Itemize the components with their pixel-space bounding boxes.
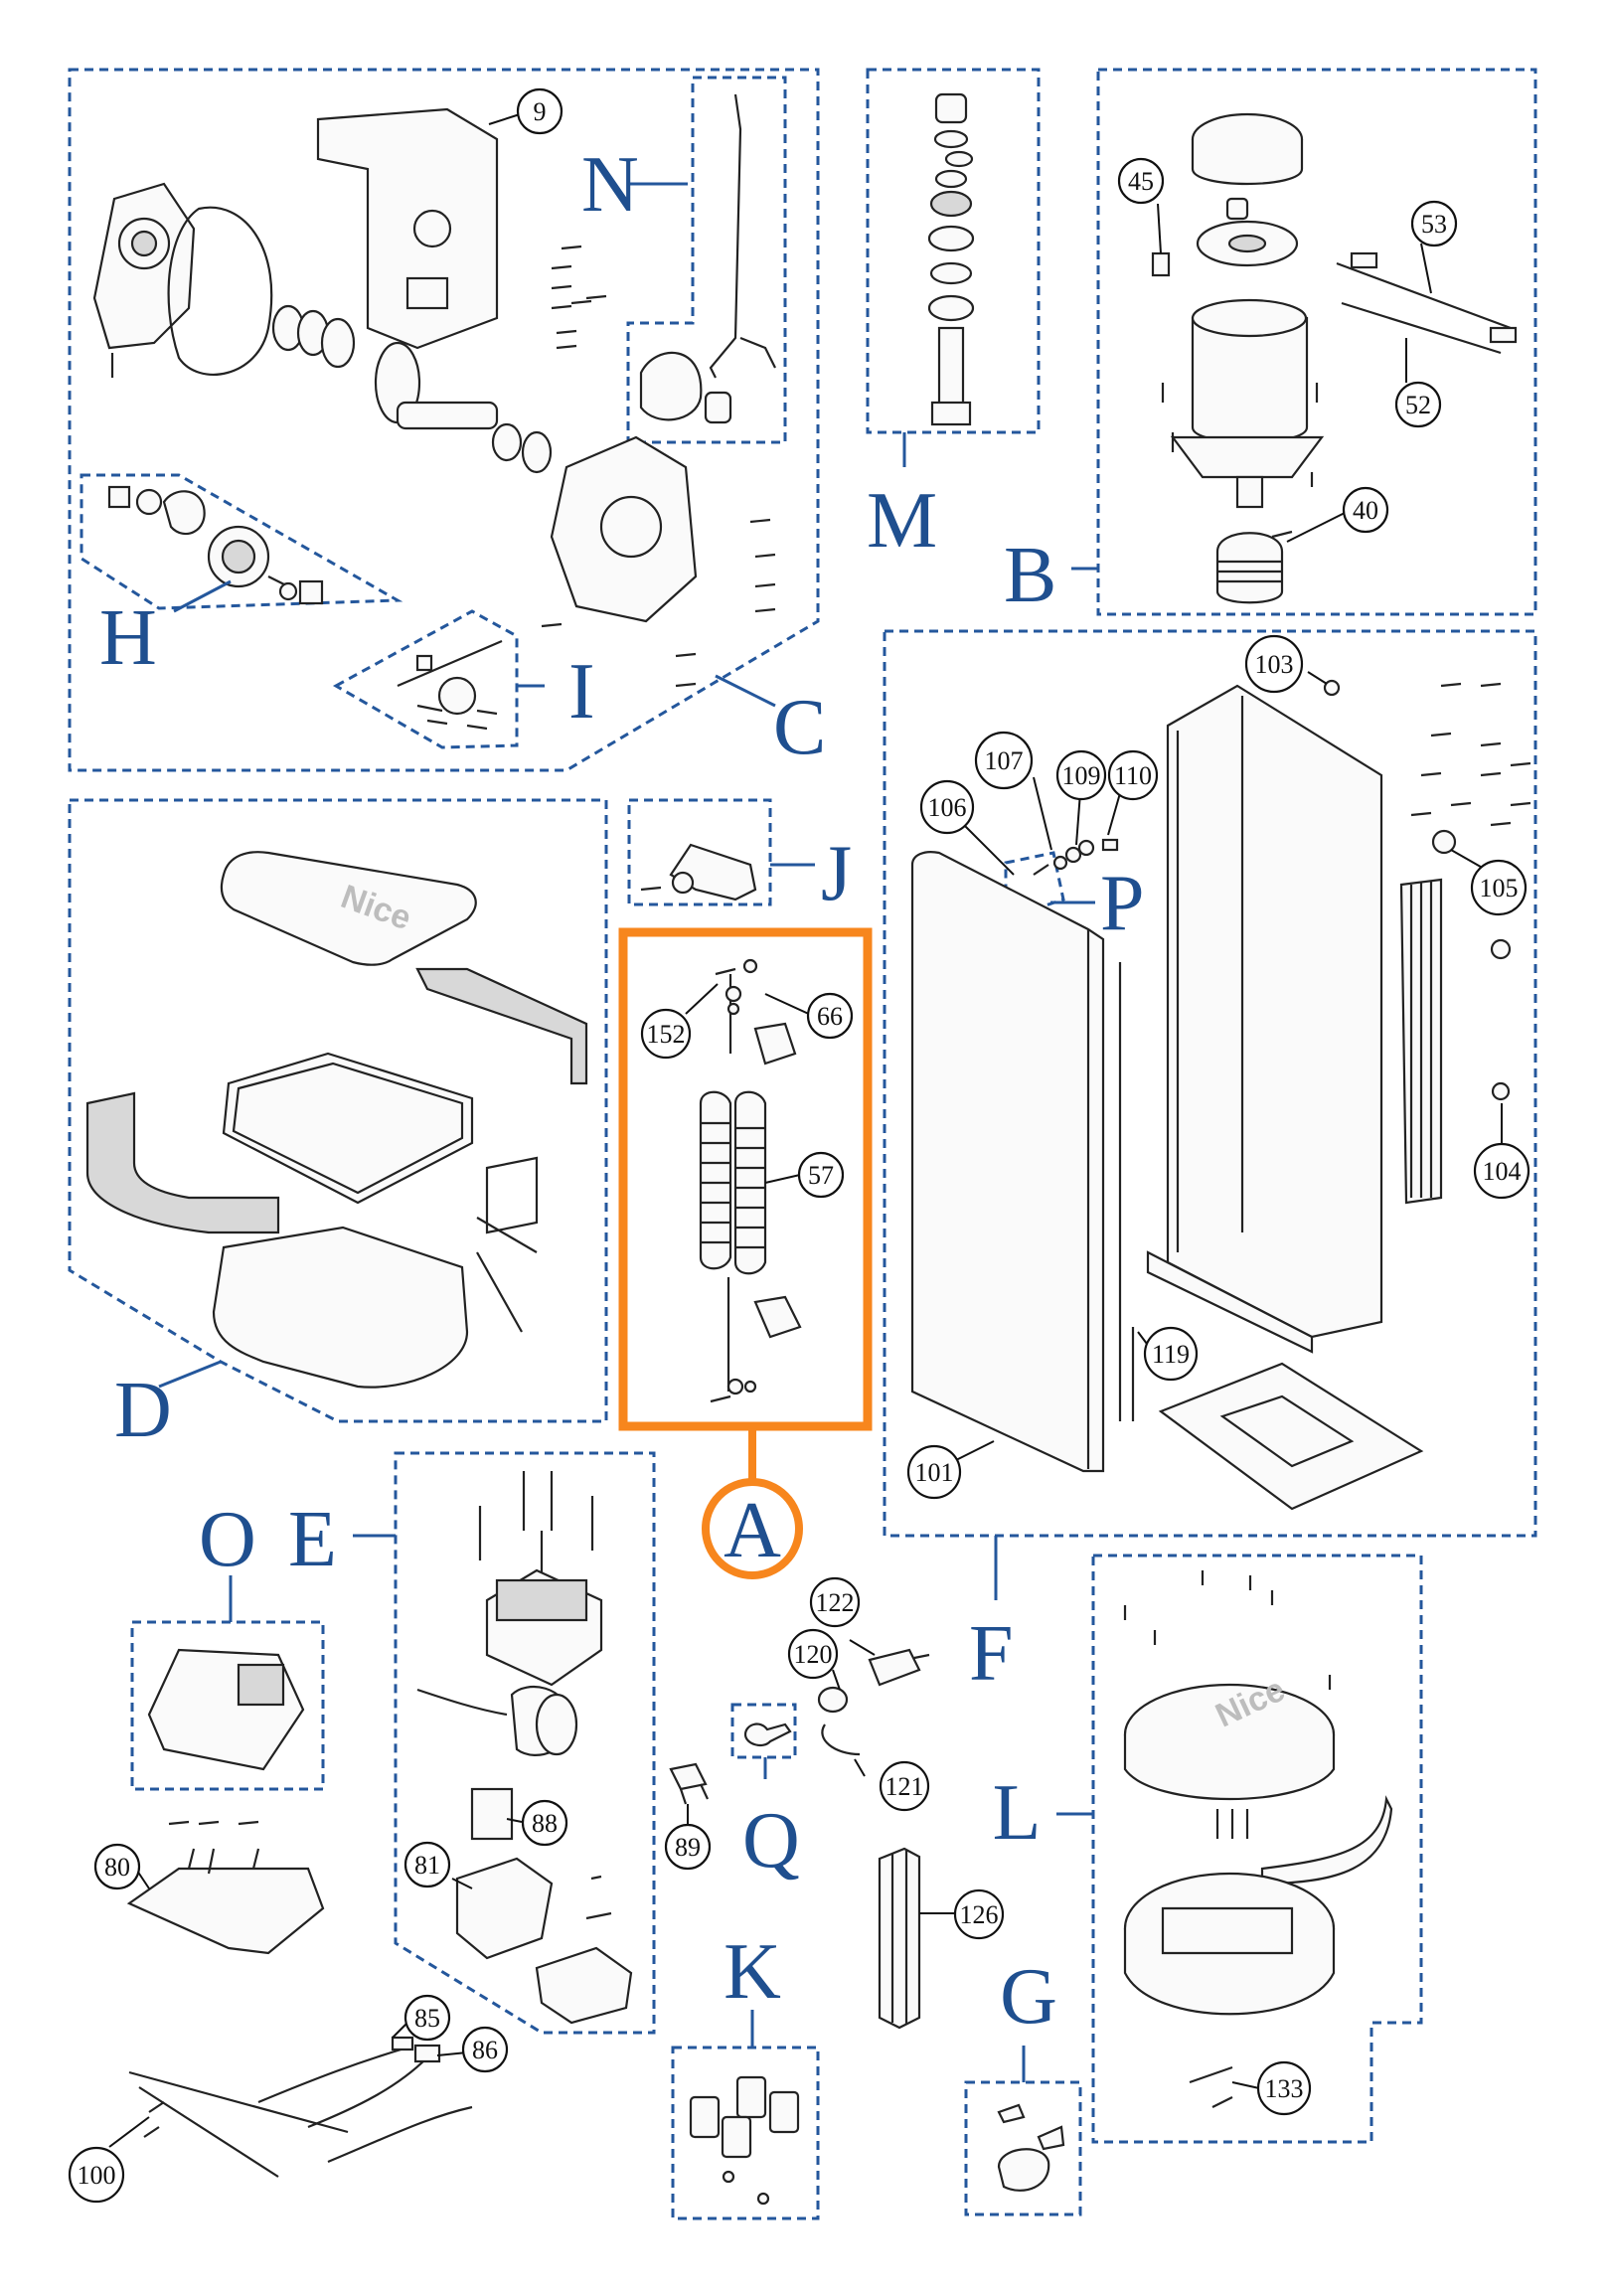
motor-parts xyxy=(1151,112,1518,604)
callout-122: 122 xyxy=(816,1588,855,1617)
group-label-o: O xyxy=(199,1496,256,1583)
group-label-m: M xyxy=(867,477,937,565)
round-base-parts: Nice xyxy=(1123,1570,1393,2108)
callout-119: 119 xyxy=(1152,1340,1190,1369)
group-label-l: L xyxy=(993,1769,1042,1857)
group-label-h: H xyxy=(99,594,157,682)
callout-110: 110 xyxy=(1114,761,1152,790)
electronics-parts xyxy=(416,1471,633,2025)
callout-80: 80 xyxy=(104,1853,130,1882)
group-label-k: K xyxy=(724,1928,781,2016)
callout-53: 53 xyxy=(1421,210,1447,239)
group-d: Nice D xyxy=(68,798,608,1454)
callout-88: 88 xyxy=(532,1809,558,1838)
callout-126: 126 xyxy=(960,1900,999,1929)
callout-103: 103 xyxy=(1255,650,1294,679)
callout-52: 52 xyxy=(1405,391,1431,419)
callout-66: 66 xyxy=(817,1002,843,1031)
group-label-q: Q xyxy=(742,1797,800,1885)
post-126: 126 xyxy=(878,1847,1005,2030)
callout-89: 89 xyxy=(675,1833,701,1862)
group-c: 9 N H I C xyxy=(68,68,826,772)
group-label-b: B xyxy=(1004,532,1056,619)
callout-40: 40 xyxy=(1353,496,1378,525)
group-label-e: E xyxy=(288,1496,337,1583)
group-e: 88 81 E xyxy=(288,1451,656,2035)
group-label-f: F xyxy=(969,1610,1014,1698)
spring-parts xyxy=(699,958,802,1403)
group-g: G xyxy=(964,1953,1082,2216)
lock-parts: 120 122 121 89 Q xyxy=(664,1576,930,1885)
callout-121: 121 xyxy=(886,1772,924,1801)
group-label-c: C xyxy=(773,684,826,771)
group-a: 152 66 57 A xyxy=(618,927,873,1579)
group-k: K xyxy=(671,1928,820,2220)
callout-86: 86 xyxy=(472,2036,498,2064)
group-f: 103 107 109 110 106 105 104 119 101 P F xyxy=(883,629,1537,1698)
callout-120: 120 xyxy=(794,1640,833,1669)
gearbox-parts xyxy=(92,93,776,731)
group-label-g: G xyxy=(1000,1953,1057,2041)
callout-9: 9 xyxy=(534,97,547,126)
group-m: M xyxy=(866,68,1041,565)
callout-100: 100 xyxy=(78,2161,116,2190)
callout-133: 133 xyxy=(1265,2074,1304,2103)
photocell-parts xyxy=(689,2075,800,2206)
base-plate-80: 80 xyxy=(93,1820,325,1955)
cover-parts: Nice xyxy=(85,851,588,1389)
group-a-highlight-circle xyxy=(702,1478,803,1579)
group-label-j: J xyxy=(821,830,852,917)
cables: 85 86 100 xyxy=(68,1994,509,2204)
group-a-highlight-box xyxy=(618,927,873,1431)
flashlight-parts xyxy=(997,2103,1065,2192)
callout-57: 57 xyxy=(808,1161,834,1190)
group-o: O xyxy=(130,1496,325,1791)
callout-109: 109 xyxy=(1062,761,1101,790)
group-label-a: A xyxy=(724,1487,781,1574)
group-j: J xyxy=(627,798,852,917)
group-l: Nice 133 L xyxy=(993,1554,1423,2144)
callout-81: 81 xyxy=(414,1851,440,1880)
callout-45: 45 xyxy=(1128,167,1154,196)
callout-101: 101 xyxy=(915,1458,954,1487)
group-label-p: P xyxy=(1100,860,1145,947)
cabinet-parts xyxy=(910,679,1531,1511)
bearing-stack-parts xyxy=(927,92,975,426)
callout-104: 104 xyxy=(1483,1157,1522,1186)
callout-107: 107 xyxy=(985,746,1024,775)
group-b: 45 53 52 40 B xyxy=(1004,68,1537,619)
group-label-i: I xyxy=(568,648,595,736)
group-label-d: D xyxy=(114,1367,172,1454)
callout-105: 105 xyxy=(1480,874,1519,902)
key-part xyxy=(743,1722,792,1747)
callout-152: 152 xyxy=(647,1020,686,1049)
group-label-n: N xyxy=(581,141,639,229)
callout-85: 85 xyxy=(414,2004,440,2033)
callout-106: 106 xyxy=(928,793,967,822)
